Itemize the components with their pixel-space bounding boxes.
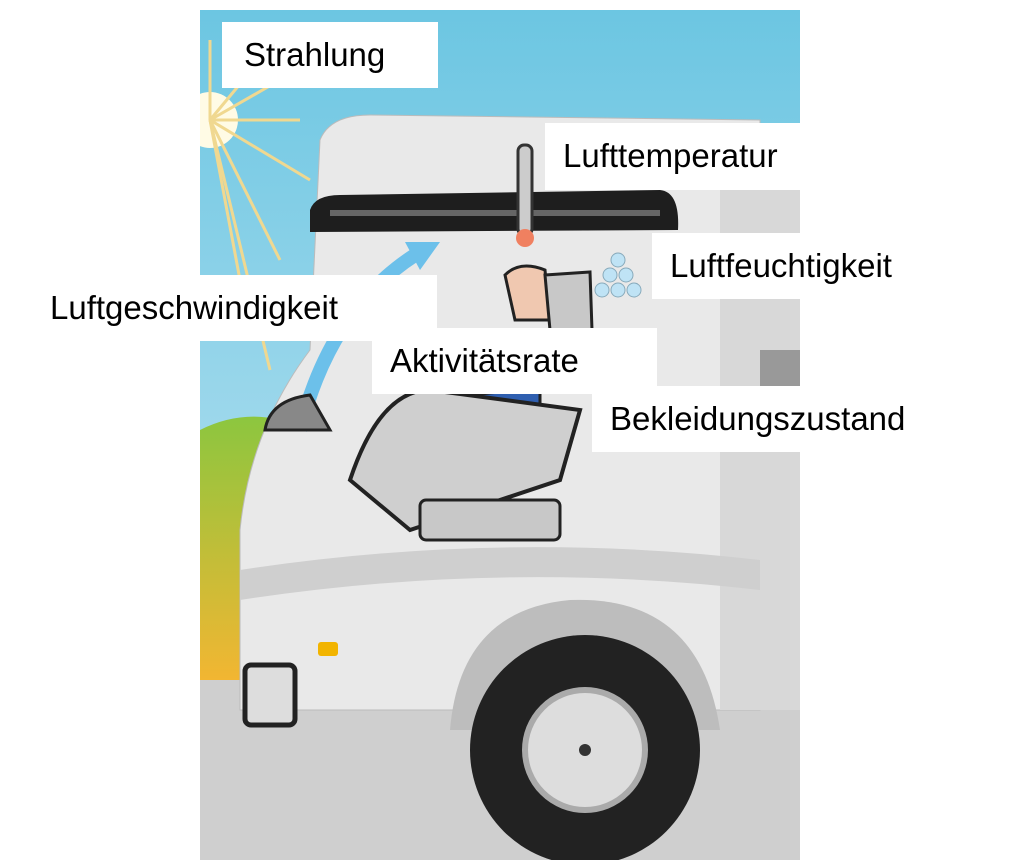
arrow-head — [405, 242, 440, 270]
label-activity-rate: Aktivitätsrate — [372, 328, 657, 394]
label-radiation: Strahlung — [222, 22, 438, 88]
headlight — [242, 662, 298, 728]
thermometer-icon — [516, 143, 534, 247]
driver-figure — [263, 264, 594, 542]
label-air-velocity: Luftgeschwindigkeit — [32, 275, 437, 341]
label-humidity: Luftfeuchtigkeit — [652, 233, 952, 299]
indicator-light — [318, 642, 338, 656]
label-clothing: Bekleidungszustand — [592, 386, 977, 452]
wheel — [470, 635, 700, 860]
label-air-temperature: Lufttemperatur — [545, 123, 835, 190]
water-drops-icon — [594, 252, 642, 298]
